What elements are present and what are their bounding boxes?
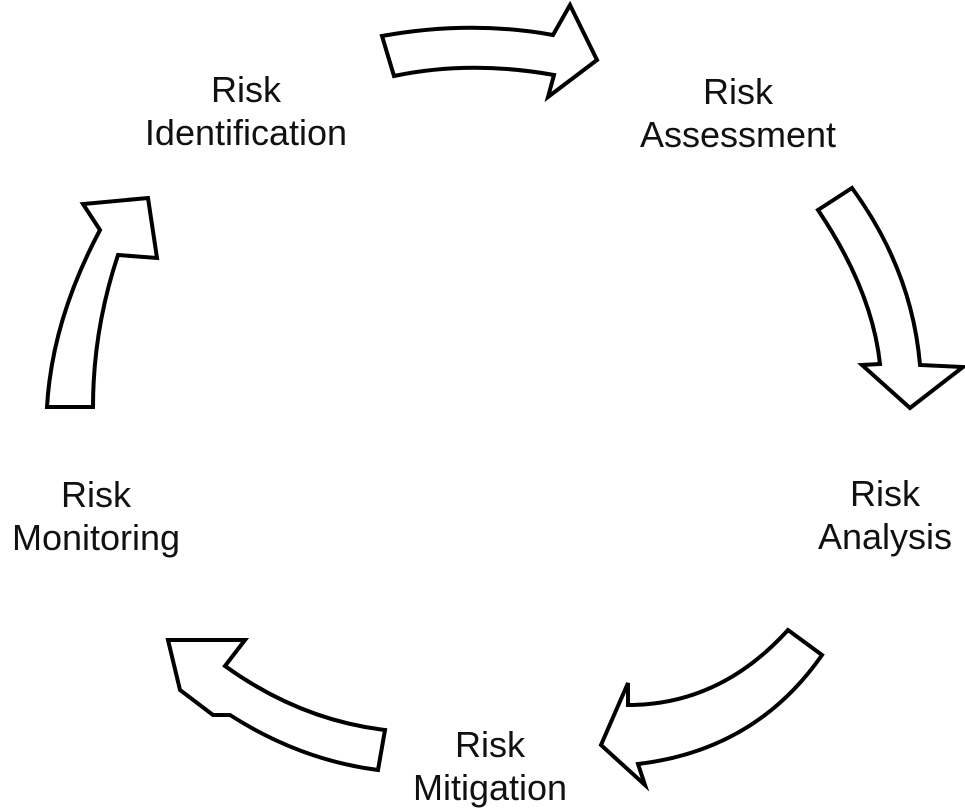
stage-label-line: Risk bbox=[211, 69, 281, 110]
stage-label-line: Analysis bbox=[817, 516, 953, 557]
stage-label-line: Assessment bbox=[639, 114, 837, 155]
stage-label-risk-assessment: Risk Assessment bbox=[618, 70, 858, 156]
stage-label-line: Risk bbox=[61, 474, 131, 515]
stage-label-line: Monitoring bbox=[11, 517, 181, 558]
stage-label-line: Mitigation bbox=[412, 767, 568, 808]
arrow-mitigation-to-monitoring-icon bbox=[165, 638, 388, 773]
arrow-monitoring-to-identification-icon bbox=[44, 195, 160, 409]
stage-label-risk-mitigation: Risk Mitigation bbox=[390, 723, 590, 809]
arrow-analysis-to-mitigation-icon bbox=[598, 627, 825, 792]
arrow-identification-to-assessment-icon bbox=[379, 0, 600, 103]
stage-label-line: Risk bbox=[850, 473, 920, 514]
stage-label-risk-monitoring: Risk Monitoring bbox=[0, 473, 192, 559]
stage-label-risk-identification: Risk Identification bbox=[126, 68, 366, 154]
stage-label-line: Risk bbox=[703, 71, 773, 112]
stage-label-risk-analysis: Risk Analysis bbox=[800, 472, 965, 558]
stage-label-line: Risk bbox=[455, 724, 525, 765]
arrow-assessment-to-analysis-icon bbox=[815, 185, 965, 411]
stage-label-line: Identification bbox=[144, 112, 348, 153]
